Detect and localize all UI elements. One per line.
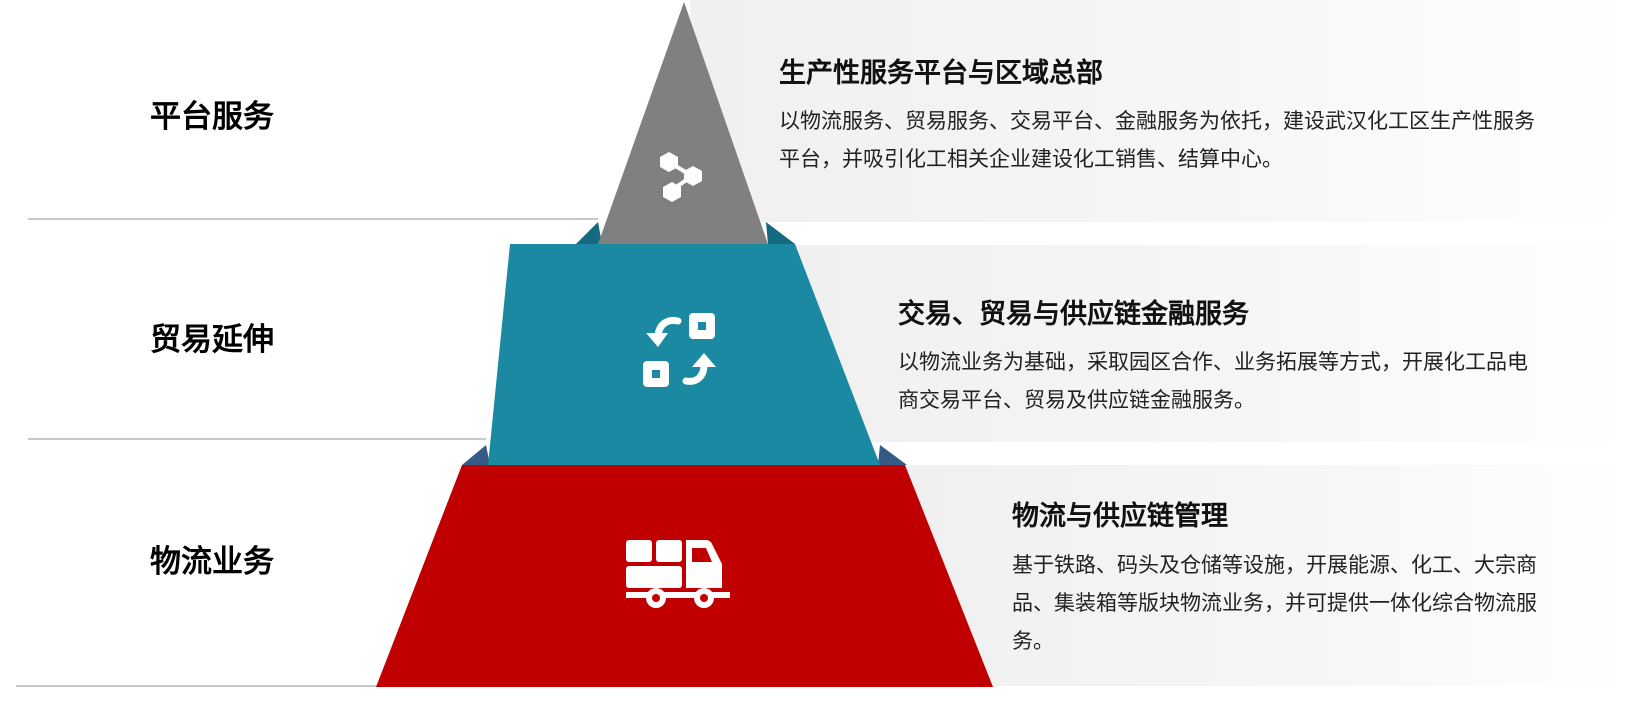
- exchange-arrows-icon: [643, 313, 716, 387]
- description-panel-trade: [795, 245, 1633, 442]
- description-panel-logistics: [905, 465, 1633, 686]
- divider-top: [28, 218, 598, 220]
- pyramid-tier-top: [598, 2, 768, 244]
- side-label-logistics-business: 物流业务: [150, 544, 274, 580]
- divider-middle: [28, 438, 486, 440]
- hexagon-network-icon: [660, 152, 702, 202]
- middle-tier-shelf-right: [766, 222, 795, 244]
- tier-description-platform: 以物流服务、贸易服务、交易平台、金融服务为依托，建设武汉化工区生产性服务平台，并…: [779, 109, 1535, 171]
- tier-title-platform: 生产性服务平台与区域总部: [779, 58, 1103, 89]
- delivery-truck-icon: [626, 540, 730, 608]
- pyramid-tier-bottom: [376, 465, 993, 687]
- bottom-tier-shelf-left: [462, 445, 490, 465]
- divider-bottom: [16, 685, 378, 687]
- bottom-tier-shelf-right: [878, 445, 907, 465]
- tier-description-logistics: 基于铁路、码头及仓储等设施，开展能源、化工、大宗商品、集装箱等版块物流业务，并可…: [1012, 553, 1537, 653]
- pyramid-tier-middle: [488, 244, 880, 465]
- description-panel-platform: [690, 0, 1633, 222]
- tier-description-trade: 以物流业务为基础，采取园区合作、业务拓展等方式，开展化工品电商交易平台、贸易及供…: [898, 350, 1528, 412]
- side-label-platform-services: 平台服务: [150, 99, 274, 135]
- tier-title-trade: 交易、贸易与供应链金融服务: [898, 299, 1249, 330]
- side-label-trade-extension: 贸易延伸: [150, 322, 274, 358]
- middle-tier-shelf-left: [576, 222, 602, 244]
- tier-title-logistics: 物流与供应链管理: [1012, 501, 1228, 532]
